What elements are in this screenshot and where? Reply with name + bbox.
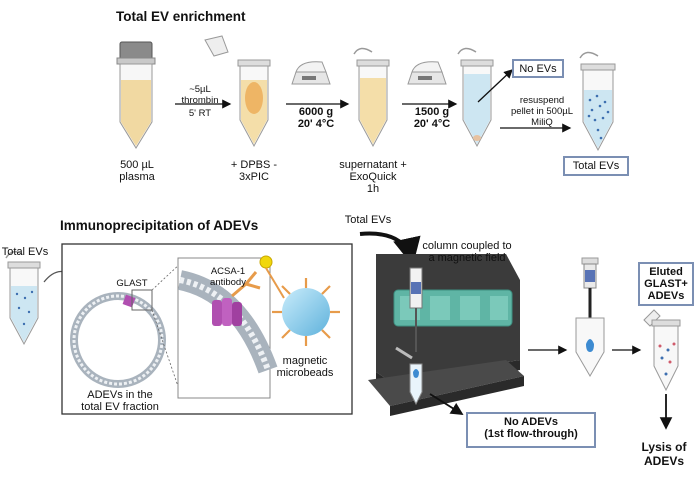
no-evs-box: No EVs <box>512 59 564 78</box>
thrombin-tube-icon <box>204 35 271 148</box>
exoquick-tube-icon <box>353 47 390 148</box>
magnetic-stand-icon <box>368 254 524 416</box>
dpbs-label: + DPBS -3xPIC <box>230 159 278 183</box>
zoom-line <box>151 309 183 399</box>
eluted-tube-icon <box>643 309 681 392</box>
elution-column-icon <box>575 257 605 377</box>
linker <box>265 267 285 299</box>
total-evs-box: Total EVs <box>563 156 629 176</box>
magnetic-bead-icon <box>272 278 340 346</box>
total-evs-small-tube-icon <box>5 251 41 346</box>
arrow-no-evs <box>477 69 513 103</box>
total-evs-tube-icon <box>579 51 616 152</box>
total-evs-left-label: Total EVs <box>1 246 49 258</box>
centrifuge-icon <box>407 61 447 85</box>
total-evs-top-label: Total EVs <box>344 214 392 226</box>
section2-title: Immunoprecipitation of ADEVs <box>60 218 259 233</box>
glast-protein-icon <box>212 298 242 326</box>
glast-label: GLAST <box>116 278 148 289</box>
thrombin-time-label: 5' RT <box>188 108 212 119</box>
pellet-tube-icon <box>457 47 494 148</box>
antibody-icon <box>231 271 261 298</box>
section1-title: Total EV enrichment <box>116 9 246 24</box>
no-adevs-box: No ADEVs(1st flow-through) <box>466 412 596 448</box>
zoom-panel <box>177 257 278 399</box>
centrifuge-icon <box>291 61 331 85</box>
column-icon <box>395 267 423 406</box>
arrow-flow-through <box>429 393 464 415</box>
zoom-line <box>151 261 183 291</box>
plasma-tube-icon <box>116 41 156 149</box>
fluorophore-icon <box>259 255 273 269</box>
ev-vesicle-icon <box>70 289 166 388</box>
